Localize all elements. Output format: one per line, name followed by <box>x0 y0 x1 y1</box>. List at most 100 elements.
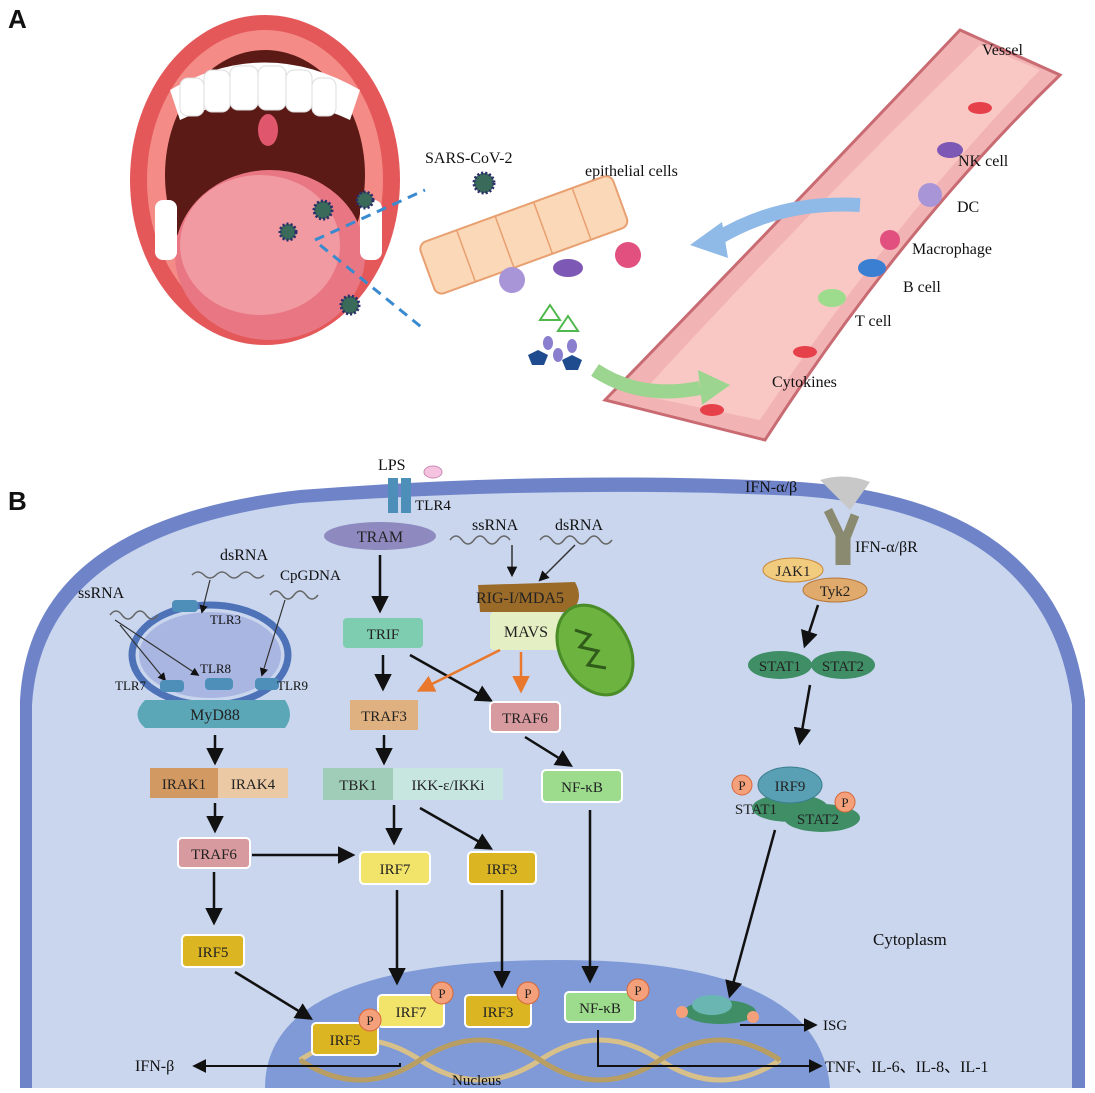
tram-node <box>324 522 436 550</box>
recruitment-arrow <box>711 197 861 246</box>
ssrna-left-label: ssRNA <box>78 585 125 602</box>
traf6-left-node <box>177 837 251 869</box>
p-label-stat1: P <box>738 778 745 793</box>
myd88-node <box>137 700 290 728</box>
traf6-mid-label: TRAF6 <box>502 711 548 727</box>
jak1-label: JAK1 <box>775 564 810 580</box>
rig-label: RIG-I/MDA5 <box>476 590 564 607</box>
irf3-node <box>467 851 537 885</box>
irf9-label: IRF9 <box>775 779 806 795</box>
irf7-node <box>359 851 431 885</box>
tlr4-label: TLR4 <box>415 498 451 514</box>
irf5-nuclear-label: IRF5 <box>330 1033 361 1049</box>
traf3-node <box>350 700 418 730</box>
rig-node <box>478 582 579 612</box>
t-cell-label: T cell <box>855 313 892 330</box>
p-label-stat2: P <box>841 795 848 810</box>
b-cell-label: B cell <box>903 279 941 296</box>
stat2-node <box>811 651 875 679</box>
panel-a-label: A <box>8 4 27 34</box>
tbk1-node <box>323 768 393 800</box>
vessel-label: Vessel <box>982 42 1023 59</box>
ikk-label: IKK-ε/IKKi <box>412 778 485 794</box>
panel-b-label: B <box>8 486 27 516</box>
trif-node <box>343 618 423 648</box>
tbk1-label: TBK1 <box>339 778 377 794</box>
phospho-dot <box>834 791 856 813</box>
trif-label: TRIF <box>367 627 400 643</box>
mavs-node <box>490 612 562 650</box>
macrophage-label: Macrophage <box>912 241 992 258</box>
blood-vessel <box>602 28 1063 442</box>
dsrna-top-label: dsRNA <box>555 517 603 534</box>
irf7-nuclear-label: IRF7 <box>396 1005 427 1021</box>
irf7-label: IRF7 <box>380 862 411 878</box>
p-label-irf7: P <box>438 986 445 1001</box>
ikk-node <box>393 768 503 800</box>
nfkb-nuclear-node <box>564 991 636 1023</box>
irf5-label: IRF5 <box>198 945 229 961</box>
irak4-node <box>218 768 288 798</box>
dc-label: DC <box>957 199 979 216</box>
jak1-node <box>762 557 824 583</box>
irf3-nuclear-node <box>464 994 532 1028</box>
isg-label: ISG <box>823 1018 847 1034</box>
stat1-b-label: STAT1 <box>735 802 777 818</box>
stat1-label: STAT1 <box>759 659 801 675</box>
p-label-nfkb: P <box>634 983 641 998</box>
lps-label: LPS <box>378 457 406 474</box>
ssrna-top-label: ssRNA <box>472 517 519 534</box>
irf3-label: IRF3 <box>487 862 518 878</box>
local-immune-cells <box>499 242 641 370</box>
tram-label: TRAM <box>357 529 403 546</box>
nfkb-label: NF-κB <box>561 780 603 796</box>
mavs-label: MAVS <box>504 624 548 641</box>
epithelial-cells <box>419 175 629 295</box>
tyk2-node <box>802 577 868 603</box>
cytokine-output-label: TNF、IL-6、IL-8、IL-1 <box>825 1059 989 1076</box>
irf5-nuclear-node <box>311 1022 379 1056</box>
nfkb-nuclear-label: NF-κB <box>579 1001 621 1017</box>
tlr8-label: TLR8 <box>200 661 231 676</box>
ifnabr-label: IFN-α/βR <box>855 539 918 556</box>
stat1-node <box>748 651 812 679</box>
nk-cell-label: NK cell <box>958 153 1009 170</box>
dsrna-left-label: dsRNA <box>220 547 268 564</box>
ifnar-receptor <box>823 508 845 565</box>
tlr9-label: TLR9 <box>277 678 308 693</box>
nfkb-node <box>541 769 623 803</box>
isgf3-nuclear <box>676 995 759 1024</box>
cytoplasm-label: Cytoplasm <box>873 930 947 949</box>
tlr7-label: TLR7 <box>115 678 147 693</box>
p-label-irf5: P <box>366 1013 373 1028</box>
virus-particles <box>278 171 531 316</box>
nucleus-label: Nucleus <box>452 1073 501 1089</box>
ifnab-label: IFN-α/β <box>745 479 797 496</box>
irf7-nuclear-node <box>377 994 445 1028</box>
nucleus-area <box>265 960 830 1088</box>
myd88-label: MyD88 <box>190 707 240 724</box>
irak1-label: IRAK1 <box>162 777 206 793</box>
irak1-node <box>150 768 218 798</box>
traf3-label: TRAF3 <box>361 709 407 725</box>
irf5-node <box>181 934 245 968</box>
recruitment-arrow-head <box>690 222 728 258</box>
traf6-mid-node <box>489 701 561 733</box>
phospho-dot <box>731 774 753 796</box>
tlr3-label: TLR3 <box>210 612 241 627</box>
irf3-nuclear-label: IRF3 <box>483 1005 514 1021</box>
traf6-left-label: TRAF6 <box>191 847 237 863</box>
cytokine-arrow-head <box>698 370 730 405</box>
ifn-ligand <box>820 476 870 510</box>
cytokines-label: Cytokines <box>772 374 837 391</box>
mouth-illustration <box>130 15 400 345</box>
cytokine-arrow <box>591 364 702 399</box>
dna-strand-b <box>298 1037 782 1083</box>
ifnb-label: IFN-β <box>135 1058 174 1075</box>
stat2-label: STAT2 <box>822 659 864 675</box>
cpg-label: CpGDNA <box>280 568 341 584</box>
tlr4-receptor <box>388 478 398 513</box>
tyk2-label: Tyk2 <box>820 584 851 600</box>
irf9-node <box>757 766 823 804</box>
